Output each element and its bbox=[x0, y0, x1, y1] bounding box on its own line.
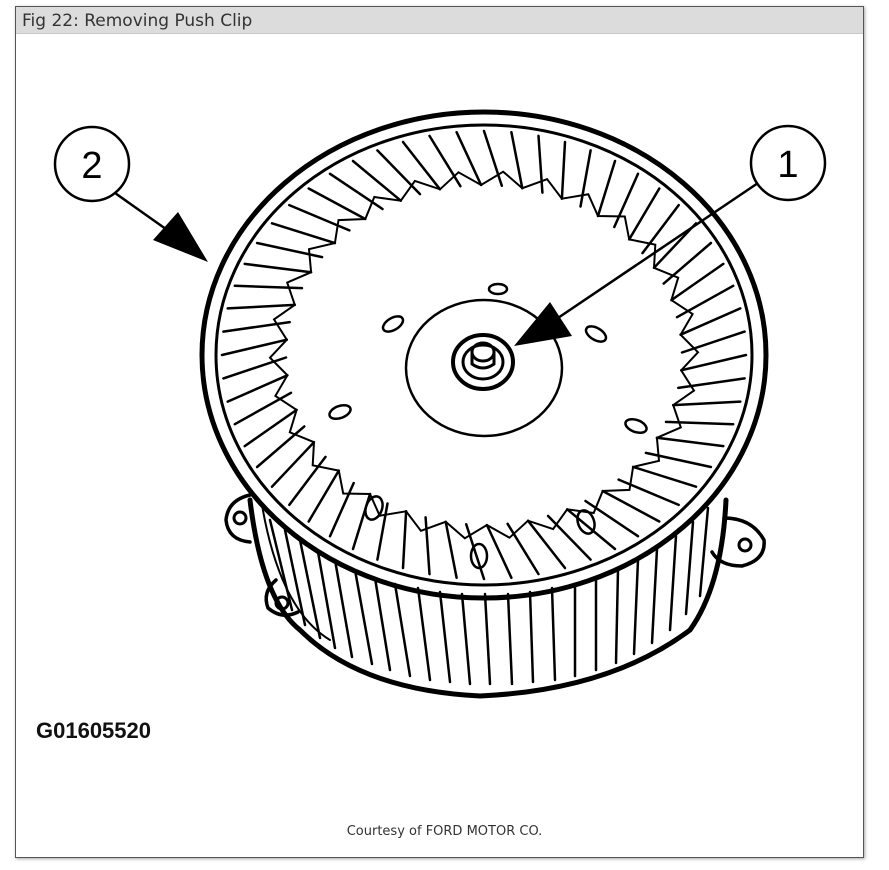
fan-blade bbox=[644, 451, 713, 469]
fan-blade bbox=[226, 303, 297, 310]
mounting-tab-bottom bbox=[264, 578, 300, 617]
fan-blade bbox=[233, 284, 304, 290]
fan-blade bbox=[288, 203, 351, 232]
callout-1: 1 bbox=[514, 124, 827, 346]
fan-blade bbox=[601, 489, 661, 523]
inner-disc bbox=[404, 298, 564, 438]
fan-blade bbox=[627, 187, 661, 241]
fan-blade bbox=[428, 134, 462, 188]
fan-blade bbox=[222, 320, 291, 333]
push-clip bbox=[451, 333, 515, 391]
fan-blade bbox=[485, 523, 513, 580]
fan-blade bbox=[680, 330, 746, 354]
fan-blades bbox=[220, 129, 748, 581]
fan-blade bbox=[270, 440, 316, 488]
fan-blade bbox=[288, 455, 327, 507]
fan-blade bbox=[565, 508, 617, 551]
fan-blade bbox=[328, 172, 384, 211]
fan-blade bbox=[510, 130, 524, 190]
fan-blade bbox=[255, 241, 324, 259]
part-code: G01605520 bbox=[36, 718, 151, 743]
fan-blade bbox=[376, 149, 422, 196]
fan-blade bbox=[226, 374, 289, 403]
fan-blade bbox=[506, 522, 540, 576]
fan-blade bbox=[641, 203, 680, 255]
fan-blade bbox=[220, 338, 289, 357]
fan-blade bbox=[679, 353, 748, 372]
fan-blade bbox=[444, 520, 458, 580]
fan-blade bbox=[579, 149, 592, 208]
fan-blade bbox=[526, 519, 567, 570]
mounting-tab-left bbox=[224, 493, 252, 544]
figure-title-bar: Fig 22: Removing Push Clip bbox=[16, 7, 863, 34]
fan-blade bbox=[464, 523, 486, 581]
figure-frame: Fig 22: Removing Push Clip bbox=[15, 6, 864, 858]
fan-blade bbox=[664, 420, 735, 426]
fan-blade bbox=[307, 187, 367, 221]
fan-blade bbox=[671, 400, 742, 407]
fan-blade bbox=[424, 516, 431, 576]
fan-blade bbox=[455, 130, 483, 187]
fan-blade bbox=[617, 478, 680, 507]
wheel-rim bbox=[199, 109, 769, 601]
fan-blade bbox=[222, 356, 288, 380]
fan-blade bbox=[243, 408, 298, 448]
fan-blade bbox=[662, 241, 713, 285]
fan-blade bbox=[351, 159, 403, 202]
fan-blade bbox=[546, 514, 592, 561]
fan-blade bbox=[233, 391, 293, 426]
mounting-tab-right bbox=[710, 516, 766, 568]
fan-blade bbox=[401, 510, 408, 570]
fan-blade bbox=[401, 140, 442, 191]
fan-blade bbox=[670, 262, 725, 302]
figure-title: Fig 22: Removing Push Clip bbox=[22, 11, 253, 31]
fan-blade bbox=[243, 262, 313, 274]
vent-slots bbox=[328, 282, 648, 570]
fan-blade bbox=[307, 469, 341, 523]
fan-blade bbox=[677, 377, 746, 390]
fan-blade bbox=[255, 425, 306, 469]
fan-blade bbox=[584, 499, 640, 538]
lower-blades bbox=[268, 506, 710, 686]
blade-inner-edge bbox=[268, 170, 700, 540]
fan-blade bbox=[655, 436, 725, 448]
fan-blade bbox=[560, 140, 567, 200]
fan-blade bbox=[482, 129, 504, 187]
callout-1-label: 1 bbox=[777, 144, 798, 186]
fan-blade bbox=[270, 222, 337, 245]
fan-blade bbox=[679, 307, 742, 336]
callout-2-label: 2 bbox=[81, 145, 102, 187]
courtesy-credit: Courtesy of FORD MOTOR CO. bbox=[346, 824, 543, 839]
fan-blade bbox=[631, 465, 698, 488]
fan-blade bbox=[328, 481, 355, 538]
fan-blade bbox=[613, 172, 640, 229]
fan-blade bbox=[675, 284, 735, 319]
fan-blade bbox=[376, 502, 389, 561]
fan-blade bbox=[596, 159, 617, 218]
fan-blade bbox=[537, 134, 544, 194]
callout-2: 2 bbox=[53, 125, 208, 262]
